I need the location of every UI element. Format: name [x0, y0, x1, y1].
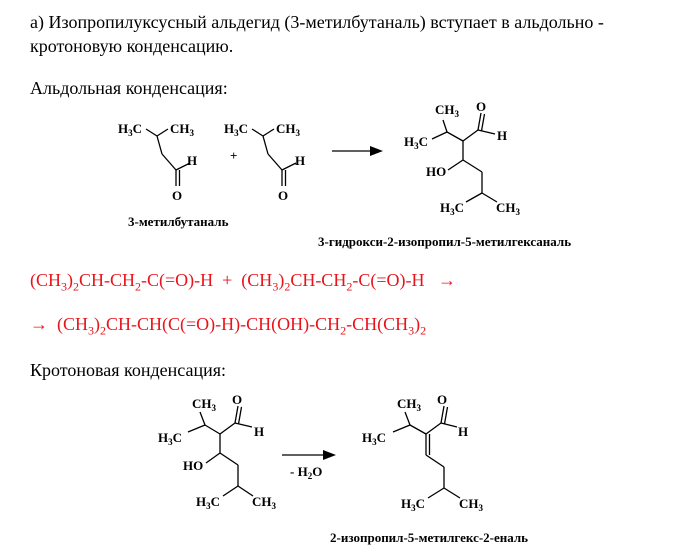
m2-o-label: O [278, 188, 288, 203]
e-ch3b-label: CH3 [459, 496, 484, 513]
water-loss-label: - H2O [290, 464, 322, 481]
intro-line-1: а) Изопропилуксусный альдегид (3-метилбу… [30, 12, 604, 32]
p1-h3c2-label: H3C [440, 200, 464, 217]
e-h3c2-label: H3C [401, 496, 425, 513]
equation-line-2: → (CH3)2CH-CH(C(=O)-H)-CH(OH)-CH2-CH(CH3… [30, 314, 427, 338]
p1-ch3b-label: CH3 [496, 200, 521, 217]
p1-o-label: O [476, 99, 486, 114]
aldol-heading: Альдольная конденсация: [30, 78, 228, 98]
p1-ch3-label: CH3 [435, 102, 460, 119]
r-h3c2-label: H3C [196, 494, 220, 511]
m1-h3c-label: H3C [118, 121, 142, 138]
m1-o-label: O [172, 188, 182, 203]
m2-h3c-label: H3C [224, 121, 248, 138]
r-ho-label: HO [183, 458, 203, 473]
m1-ch3-label: CH3 [170, 121, 195, 138]
croton-heading: Кротоновая конденсация: [30, 360, 227, 380]
r-ch3-label: CH3 [192, 396, 217, 413]
aldol-product-name: 3-гидрокси-2-изопропил-5-метилгексаналь [318, 234, 572, 249]
croton-product-name: 2-изопропил-5-метилгекс-2-еналь [330, 530, 529, 545]
m2-h-label: H [295, 153, 305, 168]
p1-ho-label: HO [426, 164, 446, 179]
e-h3c-label: H3C [362, 430, 386, 447]
equation-line-1: (CH3)2CH-CH2-C(=O)-H + (CH3)2CH-CH2-C(=O… [30, 270, 456, 294]
p1-h3c-label: H3C [404, 134, 428, 151]
e-ch3-label: CH3 [397, 396, 422, 413]
e-h-label: H [458, 424, 468, 439]
plus-sign: + [230, 148, 237, 163]
r-ch3b-label: CH3 [252, 494, 277, 511]
intro-line-2: кротоновую конденсацию. [30, 36, 234, 56]
m1-h-label: H [187, 153, 197, 168]
r-o-label: O [232, 392, 242, 407]
e-o-label: O [437, 392, 447, 407]
r-h-label: H [254, 424, 264, 439]
aldol-scheme: H3C CH3 H O + H3C CH3 H O CH3 O H3C H HO… [118, 99, 521, 217]
m2-ch3-label: CH3 [276, 121, 301, 138]
r-h3c-label: H3C [158, 430, 182, 447]
reactant-name: 3-метилбутаналь [128, 214, 229, 229]
p1-h-label: H [497, 128, 507, 143]
